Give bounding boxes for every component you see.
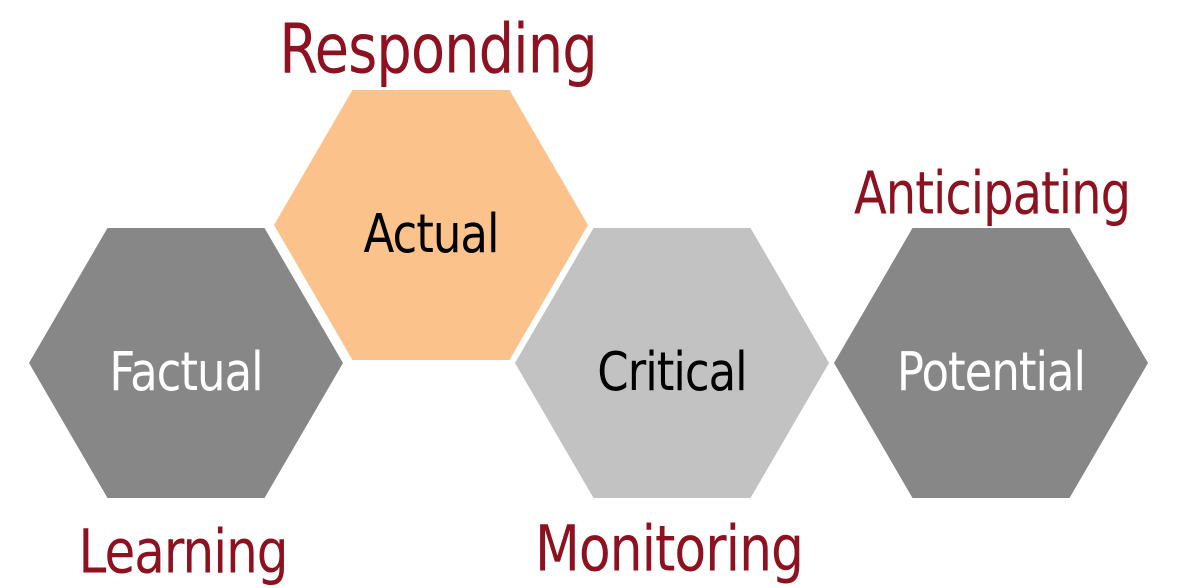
- hexagon-actual-label: Actual: [363, 201, 500, 265]
- label-responding: Responding: [279, 10, 597, 90]
- hexagon-factual: Factual: [29, 228, 343, 498]
- hexagon-factual-label: Factual: [109, 339, 263, 403]
- hexagon-potential: Potential: [834, 228, 1148, 498]
- label-anticipating: Anticipating: [853, 159, 1131, 229]
- hexagon-potential-label: Potential: [896, 339, 1086, 403]
- hexagon-critical-label: Critical: [597, 339, 747, 403]
- label-monitoring: Monitoring: [534, 513, 804, 587]
- label-learning: Learning: [78, 516, 288, 588]
